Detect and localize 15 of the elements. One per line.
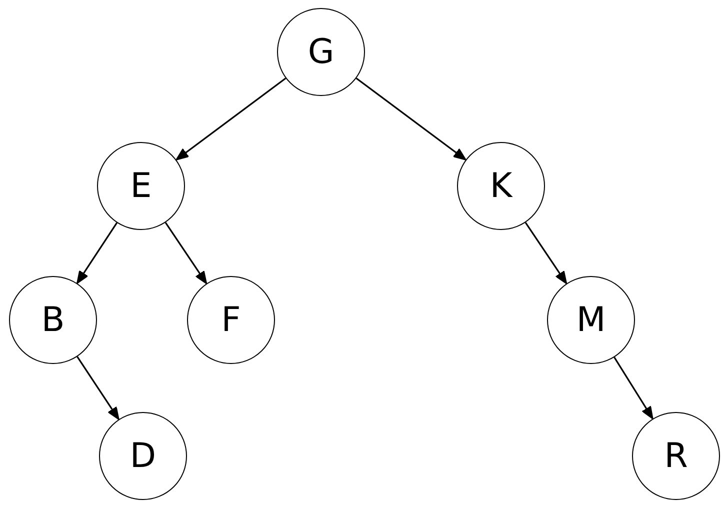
node-label: K bbox=[490, 169, 512, 203]
node-label: D bbox=[130, 439, 156, 473]
node-label: B bbox=[41, 303, 65, 337]
arrow bbox=[614, 356, 654, 420]
node-label: G bbox=[308, 35, 334, 69]
arrow bbox=[76, 356, 120, 420]
node-label: F bbox=[221, 303, 241, 337]
arrow bbox=[524, 222, 568, 284]
node-label: M bbox=[576, 303, 606, 337]
arrow bbox=[164, 222, 208, 284]
arrow bbox=[76, 222, 118, 284]
node-label: E bbox=[130, 169, 152, 203]
arrow bbox=[176, 78, 286, 160]
arrow bbox=[356, 78, 466, 160]
node-label: R bbox=[664, 439, 688, 473]
